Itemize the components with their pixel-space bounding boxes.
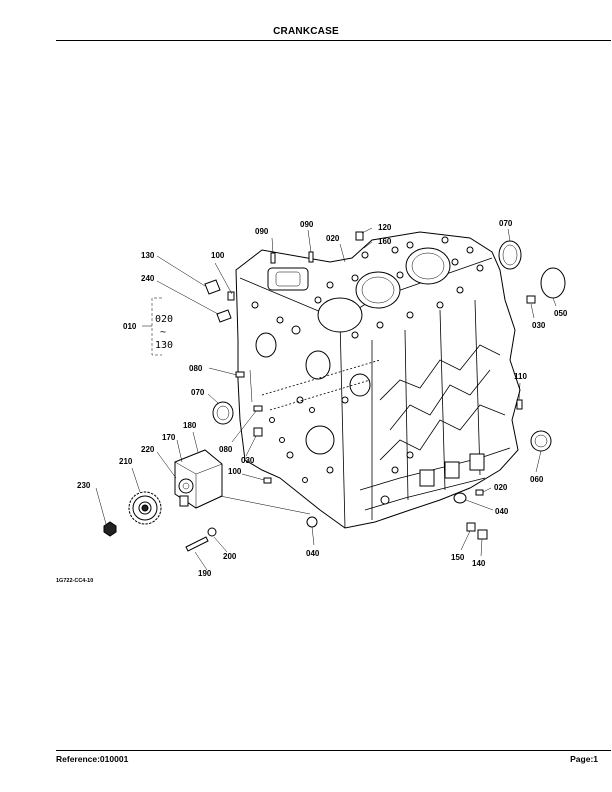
callout-020: 020 xyxy=(494,483,508,492)
group-label-020: 020 xyxy=(155,314,173,325)
part-130-plug xyxy=(204,279,221,295)
callout-170: 170 xyxy=(162,433,176,442)
group-label-130: 130 xyxy=(155,340,173,351)
part-190-bolt xyxy=(185,536,209,552)
part-240-screw xyxy=(216,309,232,323)
callout-030: 030 xyxy=(241,456,255,465)
part-050-cover xyxy=(540,267,566,299)
header-rule xyxy=(56,40,611,41)
callout-230: 230 xyxy=(77,481,91,490)
callout-070: 070 xyxy=(191,388,205,397)
part-200-washer xyxy=(207,527,217,537)
callout-220: 220 xyxy=(141,445,155,454)
callout-210: 210 xyxy=(119,457,133,466)
reference-label: Reference:010001 xyxy=(56,754,129,764)
callout-120: 120 xyxy=(378,223,392,232)
callout-040: 040 xyxy=(306,549,320,558)
part-070-seal xyxy=(212,401,234,425)
part-150-washer xyxy=(466,522,476,532)
callout-200: 200 xyxy=(223,552,237,561)
part-230-nut xyxy=(103,521,117,537)
callout-030: 030 xyxy=(532,321,546,330)
part-030-plug xyxy=(253,427,263,437)
callout-100: 100 xyxy=(211,251,225,260)
part-100-pin xyxy=(263,477,272,484)
callout-060: 060 xyxy=(530,475,544,484)
callout-070: 070 xyxy=(499,219,513,228)
callout-180: 180 xyxy=(183,421,197,430)
callout-040: 040 xyxy=(495,507,509,516)
callout-080: 080 xyxy=(189,364,203,373)
part-140-bolt xyxy=(477,529,488,540)
part-090-pin xyxy=(308,251,314,263)
callout-090: 090 xyxy=(255,227,269,236)
callout-240: 240 xyxy=(141,274,155,283)
gear-210 xyxy=(128,491,162,525)
callout-190: 190 xyxy=(198,569,212,578)
callout-090: 090 xyxy=(300,220,314,229)
callout-labels: 090 090 020 120 160 070 130 100 240 050 … xyxy=(56,219,568,584)
footer-rule xyxy=(56,750,611,751)
callout-110: 110 xyxy=(514,372,527,381)
callout-080: 080 xyxy=(219,445,233,454)
part-090-pin xyxy=(270,252,276,264)
part-030-plug xyxy=(526,295,536,304)
figure-id: 1G722-CC4-10 xyxy=(56,578,93,584)
callout-130: 130 xyxy=(141,251,155,260)
part-100-pin xyxy=(227,291,235,301)
part-120-plug xyxy=(355,231,364,241)
oil-pump-assembly xyxy=(174,449,223,509)
group-label-tilde: ~ xyxy=(160,327,166,338)
part-080-pin xyxy=(235,371,245,378)
callout-050: 050 xyxy=(554,309,568,318)
part-110-pin xyxy=(516,399,523,410)
part-040-plug xyxy=(453,492,467,504)
callout-140: 140 xyxy=(472,559,486,568)
callout-010: 010 xyxy=(123,322,137,331)
page-title: CRANKCASE xyxy=(273,26,339,37)
callout-020: 020 xyxy=(326,234,340,243)
callout-160: 160 xyxy=(378,237,392,246)
part-040-plug xyxy=(306,516,318,528)
callout-100: 100 xyxy=(228,467,242,476)
callout-150: 150 xyxy=(451,553,465,562)
part-020-plug xyxy=(475,489,484,496)
crankcase-block xyxy=(235,231,521,529)
leader-lines xyxy=(95,227,557,571)
page-number: Page:1 xyxy=(570,754,598,764)
part-060-seal xyxy=(530,430,552,452)
part-080-pin xyxy=(253,405,263,412)
